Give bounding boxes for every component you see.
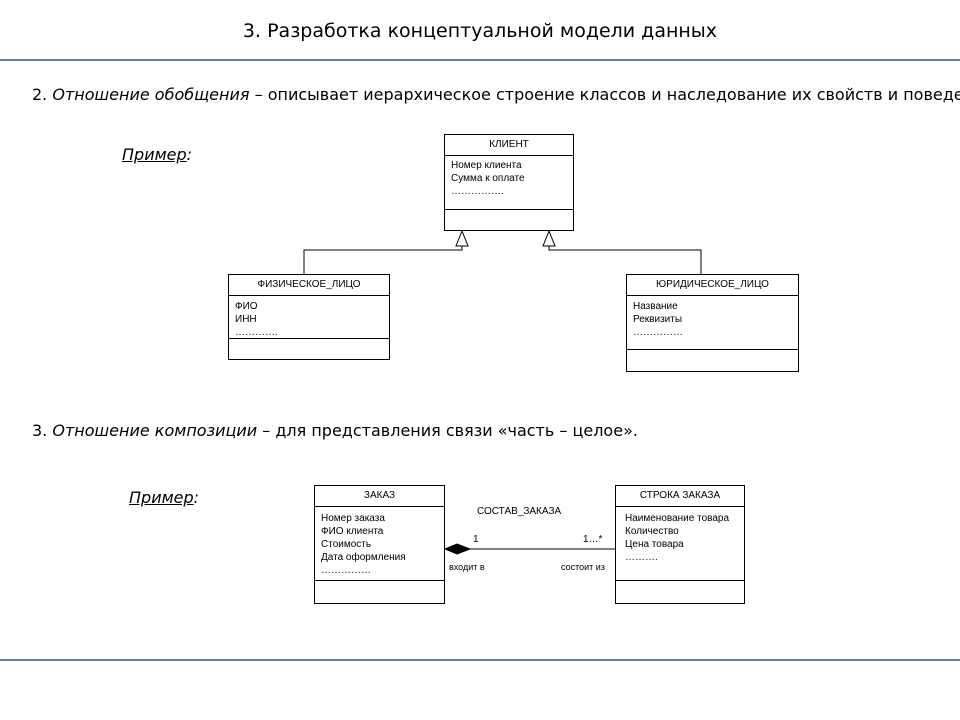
attribute: Реквизиты bbox=[633, 314, 683, 325]
inheritance-arrow-person bbox=[455, 229, 469, 247]
composition-number: 3. bbox=[32, 421, 48, 440]
attribute: ФИО bbox=[235, 301, 258, 312]
class-client-name: КЛИЕНТ bbox=[445, 135, 573, 156]
attribute: …………… bbox=[321, 565, 371, 576]
attribute: …………. bbox=[235, 327, 278, 338]
composition-term: Отношение композиции bbox=[52, 421, 258, 440]
class-company[interactable]: ЮРИДИЧЕСКОЕ_ЛИЦО Название Реквизиты …………… bbox=[626, 274, 799, 372]
example-label-1: Пример: bbox=[122, 145, 192, 164]
example-label-2: Пример: bbox=[129, 488, 199, 507]
class-order-name: ЗАКАЗ bbox=[315, 486, 444, 507]
class-client-attributes: Номер клиента Сумма к оплате ……………. bbox=[445, 156, 573, 210]
attribute: Стоимость bbox=[321, 539, 372, 550]
right-role: состоит из bbox=[561, 562, 605, 572]
slide-title: 3. Разработка концептуальной модели данн… bbox=[242, 20, 718, 42]
attribute: Цена товара bbox=[625, 539, 684, 550]
left-multiplicity: 1 bbox=[473, 534, 479, 545]
generalization-term: Отношение обобщения bbox=[52, 85, 250, 104]
attribute: Количество bbox=[625, 526, 679, 537]
generalization-line-person bbox=[303, 244, 463, 274]
generalization-number: 2. bbox=[32, 85, 48, 104]
class-client[interactable]: КЛИЕНТ Номер клиента Сумма к оплате …………… bbox=[444, 134, 574, 231]
attribute: ИНН bbox=[235, 314, 257, 325]
attribute: Дата оформления bbox=[321, 552, 406, 563]
class-company-attributes: Название Реквизиты …………… bbox=[627, 296, 798, 350]
association-name: СОСТАВ_ЗАКАЗА bbox=[477, 506, 562, 517]
example-colon: : bbox=[193, 488, 200, 507]
example-label-text: Пример bbox=[122, 145, 187, 164]
attribute: ………. bbox=[625, 552, 658, 563]
class-order-attributes: Номер заказа ФИО клиента Стоимость Дата … bbox=[315, 507, 444, 581]
attribute: Название bbox=[633, 301, 678, 312]
generalization-line-company bbox=[548, 244, 702, 274]
attribute: Наименование товара bbox=[625, 513, 730, 524]
attribute: Номер заказа bbox=[321, 513, 385, 524]
attribute: ……………. bbox=[451, 186, 504, 197]
generalization-paragraph: 2. Отношение обобщения – описывает иерар… bbox=[32, 85, 960, 104]
class-order-line-attributes: Наименование товара Количество Цена това… bbox=[616, 507, 744, 581]
attribute: Сумма к оплате bbox=[451, 173, 525, 184]
class-person-name: ФИЗИЧЕСКОЕ_ЛИЦО bbox=[229, 275, 389, 296]
top-divider bbox=[0, 59, 960, 61]
attribute: …………… bbox=[633, 327, 683, 338]
attribute: ФИО клиента bbox=[321, 526, 384, 537]
right-multiplicity: 1…* bbox=[583, 534, 603, 545]
example-label-text: Пример bbox=[129, 488, 194, 507]
inheritance-arrow-company bbox=[542, 229, 556, 247]
class-company-name: ЮРИДИЧЕСКОЕ_ЛИЦО bbox=[627, 275, 798, 296]
composition-text: – для представления связи «часть – целое… bbox=[257, 421, 638, 440]
left-role: входит в bbox=[449, 562, 485, 572]
class-order[interactable]: ЗАКАЗ Номер заказа ФИО клиента Стоимость… bbox=[314, 485, 445, 604]
class-person[interactable]: ФИЗИЧЕСКОЕ_ЛИЦО ФИО ИНН …………. bbox=[228, 274, 390, 360]
composition-diamond bbox=[443, 543, 472, 555]
composition-paragraph: 3. Отношение композиции – для представле… bbox=[32, 421, 638, 440]
bottom-divider bbox=[0, 659, 960, 661]
class-person-attributes: ФИО ИНН …………. bbox=[229, 296, 389, 339]
generalization-text: – описывает иерархическое строение класс… bbox=[249, 85, 960, 104]
class-order-line[interactable]: СТРОКА ЗАКАЗА Наименование товара Количе… bbox=[615, 485, 745, 604]
attribute: Номер клиента bbox=[451, 160, 522, 171]
class-order-line-name: СТРОКА ЗАКАЗА bbox=[616, 486, 744, 507]
example-colon: : bbox=[186, 145, 193, 164]
